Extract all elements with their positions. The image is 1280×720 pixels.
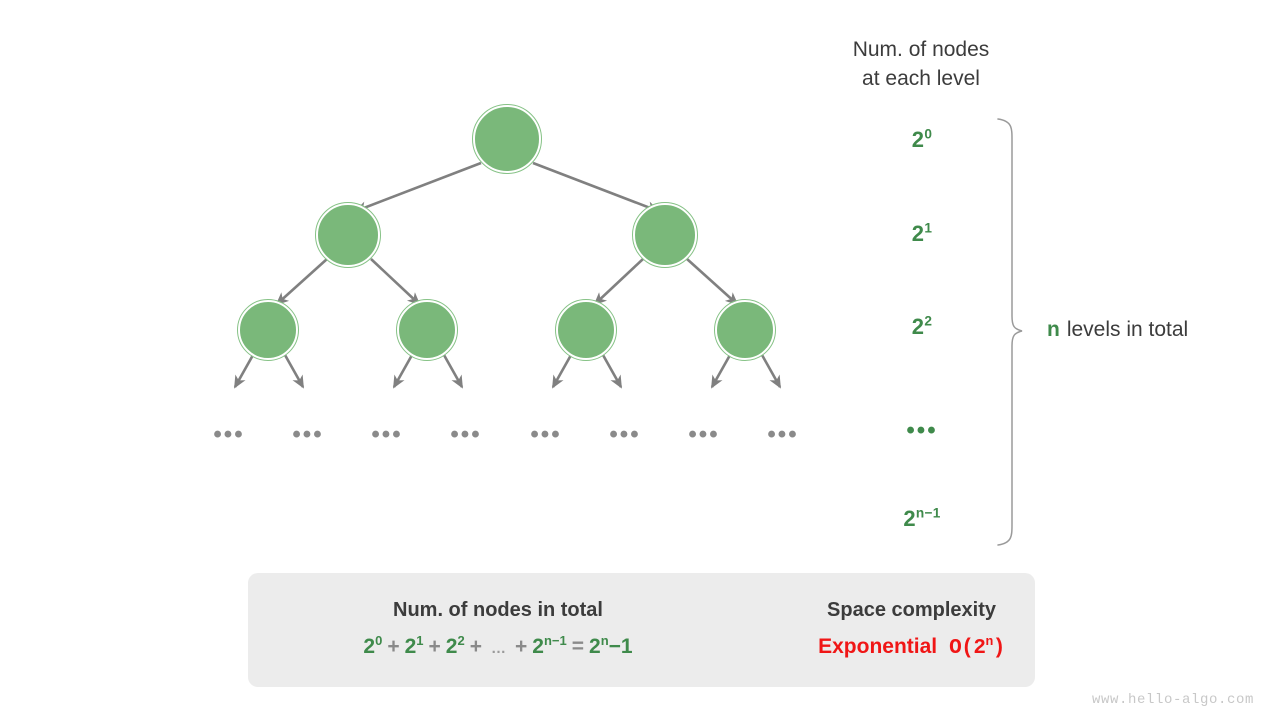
formula-op-plus-3: + [469, 635, 482, 658]
summary-panel: Num. of nodes in total 20+21+22+…+2n−1=2… [248, 573, 1035, 687]
tree-node-l2-0[interactable] [237, 299, 299, 361]
levels-brace [997, 118, 1023, 546]
complexity-bigo: O(2n) [949, 634, 1005, 660]
formula-op-equals: = [571, 635, 585, 658]
level-label-0: 20 [911, 126, 933, 152]
formula-term-4: 2n−1 [532, 633, 567, 658]
header-caption-line1: Num. of nodes [852, 38, 990, 61]
tree-node-root[interactable] [472, 104, 542, 174]
tree-node-l2-1[interactable] [396, 299, 458, 361]
summary-right-column: Space complexity Exponential O(2n) [788, 599, 1035, 660]
formula-term-2: 22 [445, 633, 465, 658]
summary-complexity-result: Exponential O(2n) [788, 635, 1035, 660]
tree-ellipsis-5: ••• [609, 421, 641, 448]
levels-total-note: n levels in total [1047, 318, 1188, 342]
formula-ellipsis: … [491, 640, 506, 657]
tree-leaf-edges [233, 354, 782, 389]
tree-ellipsis-1: ••• [292, 421, 324, 448]
formula-op-plus-1: + [387, 635, 400, 658]
tree-ellipsis-4: ••• [530, 421, 562, 448]
tree-ellipsis-0: ••• [213, 421, 245, 448]
level-label-ellipsis: ••• [906, 417, 938, 444]
summary-right-title: Space complexity [827, 599, 996, 621]
tree-node-l2-2[interactable] [555, 299, 617, 361]
summary-formula: 20+21+22+…+2n−1=2n−1 [248, 633, 748, 659]
tree-ellipsis-6: ••• [688, 421, 720, 448]
level-label-2: 22 [911, 313, 933, 339]
tree-ellipsis-3: ••• [450, 421, 482, 448]
tree-ellipsis-7: ••• [767, 421, 799, 448]
formula-op-plus-4: + [515, 635, 528, 658]
tree-node-l1-1[interactable] [632, 202, 698, 268]
level-label-last: 2n−1 [903, 505, 941, 531]
formula-term-1: 21 [404, 633, 424, 658]
header-caption-line2: at each level [862, 67, 980, 90]
levels-total-variable: n [1047, 318, 1060, 341]
formula-op-plus-2: + [428, 635, 441, 658]
tree-node-l2-3[interactable] [714, 299, 776, 361]
watermark: www.hello-algo.com [1091, 692, 1254, 708]
complexity-word: Exponential [818, 635, 938, 658]
tree-node-l1-0[interactable] [315, 202, 381, 268]
header-caption: Num. of nodes at each level [853, 35, 990, 93]
summary-left-column: Num. of nodes in total 20+21+22+…+2n−1=2… [248, 599, 748, 659]
formula-term-0: 20 [363, 633, 383, 658]
tree-ellipsis-2: ••• [371, 421, 403, 448]
summary-left-title: Num. of nodes in total [393, 599, 603, 621]
tree-edges [275, 161, 739, 306]
level-label-1: 21 [911, 220, 933, 246]
formula-result: 2n−1 [589, 633, 633, 658]
levels-total-text: levels in total [1066, 318, 1189, 341]
